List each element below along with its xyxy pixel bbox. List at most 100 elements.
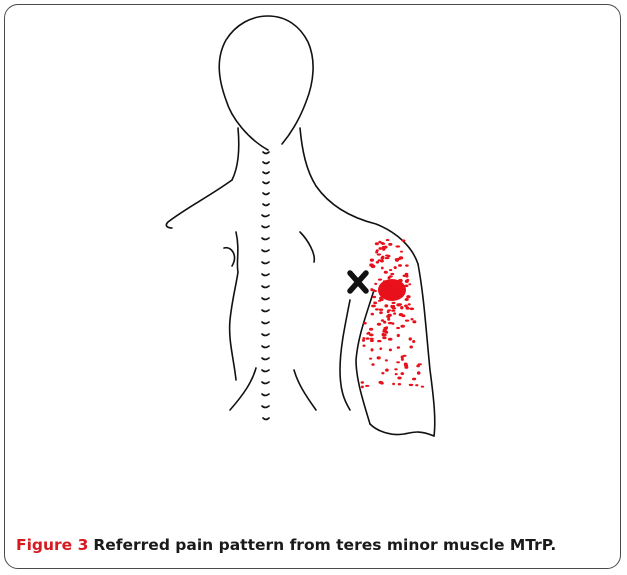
pain-dot [391,310,395,312]
pain-dot [405,280,409,283]
pain-dot [397,290,401,293]
pain-dot [371,348,374,351]
pain-dot [408,283,411,285]
pain-dot [397,346,400,349]
pain-dot [370,338,374,340]
pain-dot [361,381,364,383]
pain-dot [377,356,381,359]
neck-left [232,128,239,180]
pain-dot [366,337,370,339]
pain-dot [398,264,402,267]
pain-dot [421,386,424,388]
pain-dot [396,327,400,329]
pain-dot [400,325,405,328]
pain-dot [416,365,420,368]
pain-dot [379,311,383,314]
pain-dot [391,302,395,304]
pain-dot [409,384,414,386]
pain-dot [365,385,369,387]
pain-dot [398,303,402,305]
pain-dot [394,266,397,269]
pain-dot [404,364,408,367]
pain-dot [389,349,392,352]
pain-dot [392,280,395,283]
pain-dot [412,320,416,323]
pain-dot [398,383,401,385]
pain-dot [396,361,400,363]
pain-dot [378,279,382,281]
pain-dot [411,318,414,320]
pain-dot [417,371,421,374]
pain-dot [409,338,412,340]
neck-right [300,128,316,186]
pain-dot [400,251,403,253]
pain-dot [392,383,395,386]
pain-dot [375,308,379,310]
pain-dot [367,332,370,334]
pain-dot [406,295,410,298]
pain-dot [369,328,373,331]
pain-dot [374,283,377,285]
pain-dot [386,315,390,318]
pain-dot [380,299,384,301]
pain-dot [401,358,404,361]
pain-dot [386,239,390,241]
pain-dot [376,261,379,264]
pain-dot [388,338,393,341]
pain-dot [369,358,372,360]
pain-dot [381,243,385,245]
pain-dot [408,303,411,305]
left-scapula [224,248,234,266]
pain-dot [395,258,399,261]
pain-dot [376,249,379,252]
pain-dot [401,372,405,375]
pain-dot [387,309,391,311]
x-mark-icon [350,273,366,291]
pain-dot [385,255,389,257]
figure-label: Figure 3 [16,536,88,554]
pain-dot [410,308,415,311]
pain-dot [384,271,388,274]
spine [262,152,269,420]
pain-dot [369,263,373,266]
pain-dot [401,286,405,289]
pain-zone [361,239,425,388]
pain-dot [405,320,409,322]
pain-dot [371,305,376,308]
pain-dot [372,296,376,298]
pain-dot [385,359,388,361]
pain-dot [382,246,385,249]
pain-dot [384,331,388,334]
figure-caption: Figure 3 Referred pain pattern from tere… [16,536,616,554]
pain-dot [388,243,392,246]
right-torso [340,300,350,410]
pain-dot [398,279,403,282]
pain-dot [388,322,392,324]
pain-dot [382,334,386,336]
pain-dot [382,336,386,339]
pain-dot [393,312,396,314]
head-outline [219,16,313,150]
pain-dot [369,334,374,337]
pain-dot [385,326,388,329]
pain-dot [377,253,381,255]
pain-dot [409,346,413,349]
pain-dot [375,242,379,245]
pain-dot [379,293,382,295]
pain-dot [381,372,384,374]
pain-dot [405,285,409,288]
pain-dot [387,318,390,321]
pain-dot [401,314,405,317]
pain-dot [362,339,365,342]
pain-dot [412,340,415,343]
pain-dot [383,291,386,294]
pain-dot [383,280,386,282]
pain-dot [381,267,384,270]
pain-dot [385,369,389,372]
pain-dot [373,302,377,305]
pain-dot [395,373,398,375]
pain-dot [397,377,401,380]
pain-dot [380,260,384,263]
pain-dot [384,284,389,287]
pain-dot [389,269,392,271]
